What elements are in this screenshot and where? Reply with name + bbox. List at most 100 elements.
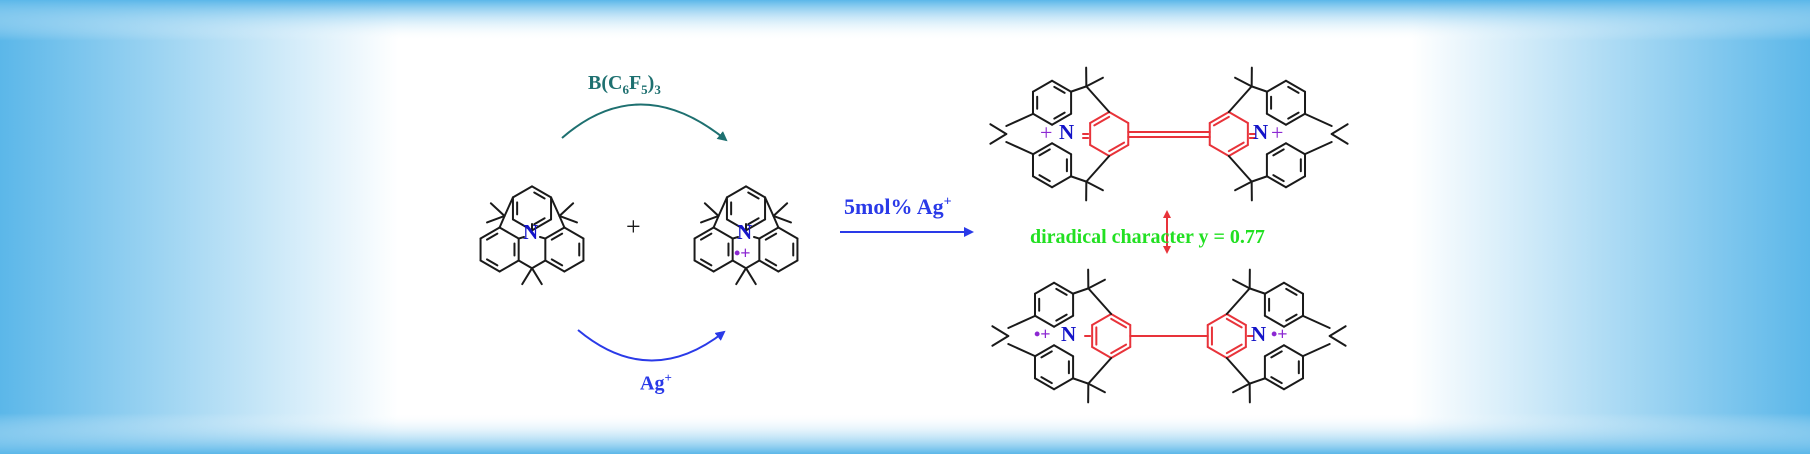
ring-bond — [563, 259, 585, 273]
catalyst-base: 5mol% Ag — [844, 194, 944, 219]
ring-lower — [1033, 344, 1075, 391]
double-bond — [1287, 85, 1300, 94]
ring-bond — [498, 259, 520, 273]
bond — [1005, 141, 1035, 156]
conjugated-double-bond — [1225, 317, 1243, 329]
bond — [539, 236, 547, 240]
double-bond — [699, 258, 713, 267]
gem-dimethyl — [1234, 180, 1253, 202]
ring-bond — [544, 259, 566, 273]
ring-bond — [693, 259, 715, 273]
molecules — [479, 66, 1349, 404]
bond — [1005, 112, 1035, 127]
gem-dimethyl — [735, 267, 757, 286]
arrow-top-curved — [561, 103, 728, 142]
bond — [731, 259, 747, 270]
reagent-top-sub1: 6 — [622, 82, 629, 97]
conjugated-bond — [1227, 111, 1249, 124]
gem-dimethyl — [1085, 180, 1104, 202]
bond — [517, 236, 525, 240]
bond — [1250, 85, 1269, 93]
ring-bond — [758, 259, 780, 273]
reagent-bottom-base: Ag — [640, 372, 665, 395]
ring-bond — [1265, 79, 1287, 93]
ring-bond — [745, 218, 767, 232]
conjugated-double-bond — [1110, 343, 1128, 355]
methyl-bond — [989, 133, 1008, 145]
bond — [1227, 85, 1253, 113]
conjugated-double-bond — [1227, 141, 1245, 153]
nitrogen-atom-top-right: N — [1253, 120, 1269, 144]
methyl-bond — [521, 267, 533, 286]
methyl-bond — [772, 202, 789, 217]
conjugated-bond — [1208, 111, 1230, 124]
methyl-bond — [1234, 180, 1253, 192]
double-bond — [1038, 148, 1051, 157]
reagent-top-label: B(C6F5)3 — [588, 72, 661, 98]
ring-bond — [1053, 344, 1075, 358]
bond — [1069, 175, 1088, 183]
double-bond — [1270, 376, 1283, 385]
conjugated-bond — [1110, 346, 1132, 359]
methyl-bond — [1328, 335, 1347, 347]
catalyst-sup: + — [943, 194, 952, 210]
ring-bond — [511, 218, 533, 232]
methyl-bond — [1234, 76, 1253, 88]
bond — [753, 236, 761, 240]
conjugated-bond — [1108, 111, 1130, 124]
ring-bond — [712, 259, 734, 273]
ring-bond — [1051, 175, 1073, 189]
double-bond — [1055, 287, 1068, 296]
ring-bond — [758, 226, 780, 240]
reagent-top-base: B(C — [588, 72, 623, 94]
methyl-bond — [531, 267, 543, 286]
bond — [1087, 287, 1113, 315]
gem-dimethyl — [1328, 325, 1347, 347]
bond — [558, 214, 566, 229]
methyl-bond — [989, 123, 1008, 135]
ring-bond — [479, 226, 501, 240]
gem-dimethyl — [989, 123, 1008, 145]
bond — [1248, 377, 1267, 385]
methyl-bond — [991, 335, 1010, 347]
methyl-bond — [703, 202, 720, 217]
bond — [1250, 175, 1269, 183]
reagent-top-close: ) — [647, 72, 655, 94]
bond — [717, 196, 728, 217]
methyl-bond — [1232, 382, 1251, 394]
radical-cation-mark-bottom-right: •+ — [1271, 324, 1288, 344]
methyl-bond — [486, 214, 506, 224]
ring-bond — [544, 226, 566, 240]
nitrogen-atom-1: N — [523, 220, 539, 244]
double-bond — [485, 258, 499, 267]
double-bond — [1053, 85, 1066, 94]
ring-bond — [1282, 344, 1305, 358]
ring-bond — [479, 259, 501, 273]
bond — [1227, 155, 1253, 183]
ring-right — [758, 226, 799, 273]
ring-left — [479, 226, 520, 273]
ring-bond — [1263, 377, 1285, 391]
ring-bond — [1051, 79, 1073, 93]
ring-top — [511, 185, 553, 232]
conjugated-bond — [1225, 313, 1247, 326]
conjugated-bond — [1110, 313, 1132, 326]
conjugated-ring — [1089, 111, 1130, 157]
gem-dimethyl — [558, 202, 578, 224]
ring-bond — [1031, 112, 1054, 126]
dimer-diradical — [991, 268, 1347, 404]
nitrogen-atom-bottom-left: N — [1061, 322, 1077, 346]
ring-bond — [745, 185, 767, 199]
methyl-bond — [700, 214, 720, 224]
ring-lower — [1263, 344, 1305, 391]
bond — [1071, 287, 1090, 295]
double-bond — [699, 232, 713, 241]
ring-bond — [1033, 377, 1056, 391]
ring-bond — [777, 259, 799, 273]
conjugated-bond — [1208, 144, 1230, 157]
nitrogen-atom-bottom-right: N — [1251, 322, 1267, 346]
methyl-bond — [772, 214, 792, 224]
